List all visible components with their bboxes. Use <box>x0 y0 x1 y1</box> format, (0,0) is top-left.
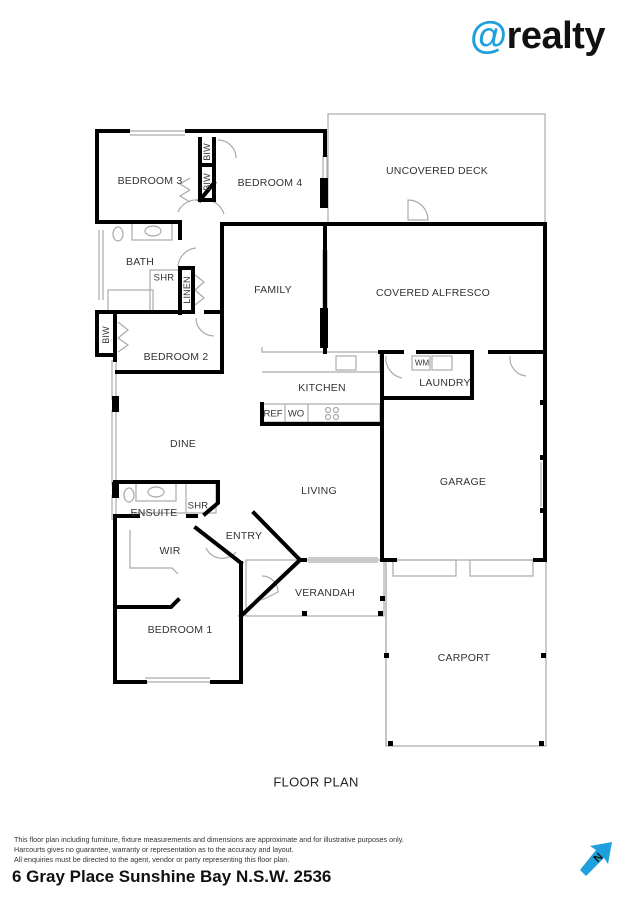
closet-label-biw-bedroom3-lower: BIW <box>202 173 212 191</box>
room-label-linen: LINEN <box>182 276 192 304</box>
closet-label-biw-bedroom2: BIW <box>101 326 111 344</box>
room-label-entry: ENTRY <box>225 530 263 542</box>
room-label-ensuite-shower: SHR <box>187 500 209 512</box>
room-label-bath: BATH <box>125 256 155 268</box>
room-label-carport: CARPORT <box>437 652 491 664</box>
room-label-bedroom-1: BEDROOM 1 <box>147 624 213 636</box>
room-label-living: LIVING <box>301 485 337 497</box>
floor-plan-title: FLOOR PLAN <box>273 774 359 790</box>
room-label-wir: WIR <box>159 545 181 557</box>
disclaimer-line: Harcourts gives no guarantee, warranty o… <box>14 844 294 854</box>
disclaimer: This floor plan including furniture, fix… <box>14 835 404 864</box>
disclaimer-line: All enquiries must be directed to the ag… <box>14 854 290 864</box>
logo-at-symbol: @ <box>470 15 507 57</box>
appliance-label-wall-oven: WO <box>287 408 305 420</box>
north-arrow-icon: N <box>580 842 612 876</box>
disclaimer-line: This floor plan including furniture, fix… <box>14 835 404 844</box>
room-label-bedroom-4: BEDROOM 4 <box>237 177 303 189</box>
room-label-garage: GARAGE <box>439 476 487 488</box>
logo-wordmark: realty <box>506 15 606 57</box>
room-label-laundry: LAUNDRY <box>419 377 471 389</box>
room-label-kitchen: KITCHEN <box>298 382 346 394</box>
appliance-label-refrigerator: REF <box>263 408 283 420</box>
closet-label-biw-bedroom3-upper: BIW <box>202 143 212 161</box>
room-label-verandah: VERANDAH <box>295 587 355 599</box>
room-label-ensuite: ENSUITE <box>130 507 178 519</box>
property-address: 6 Gray Place Sunshine Bay N.S.W. 2536 <box>12 867 332 886</box>
realty-logo: @realty <box>470 14 605 58</box>
room-label-shower: SHR <box>153 272 175 284</box>
room-label-family: FAMILY <box>254 284 292 296</box>
room-label-uncovered-deck: UNCOVERED DECK <box>386 165 488 177</box>
room-label-bedroom-2: BEDROOM 2 <box>143 351 209 363</box>
room-label-covered-alfresco: COVERED ALFRESCO <box>375 287 491 299</box>
room-label-bedroom-3: BEDROOM 3 <box>117 175 183 187</box>
room-label-dine: DINE <box>170 438 196 450</box>
appliance-label-washing-machine: WM <box>414 358 430 368</box>
